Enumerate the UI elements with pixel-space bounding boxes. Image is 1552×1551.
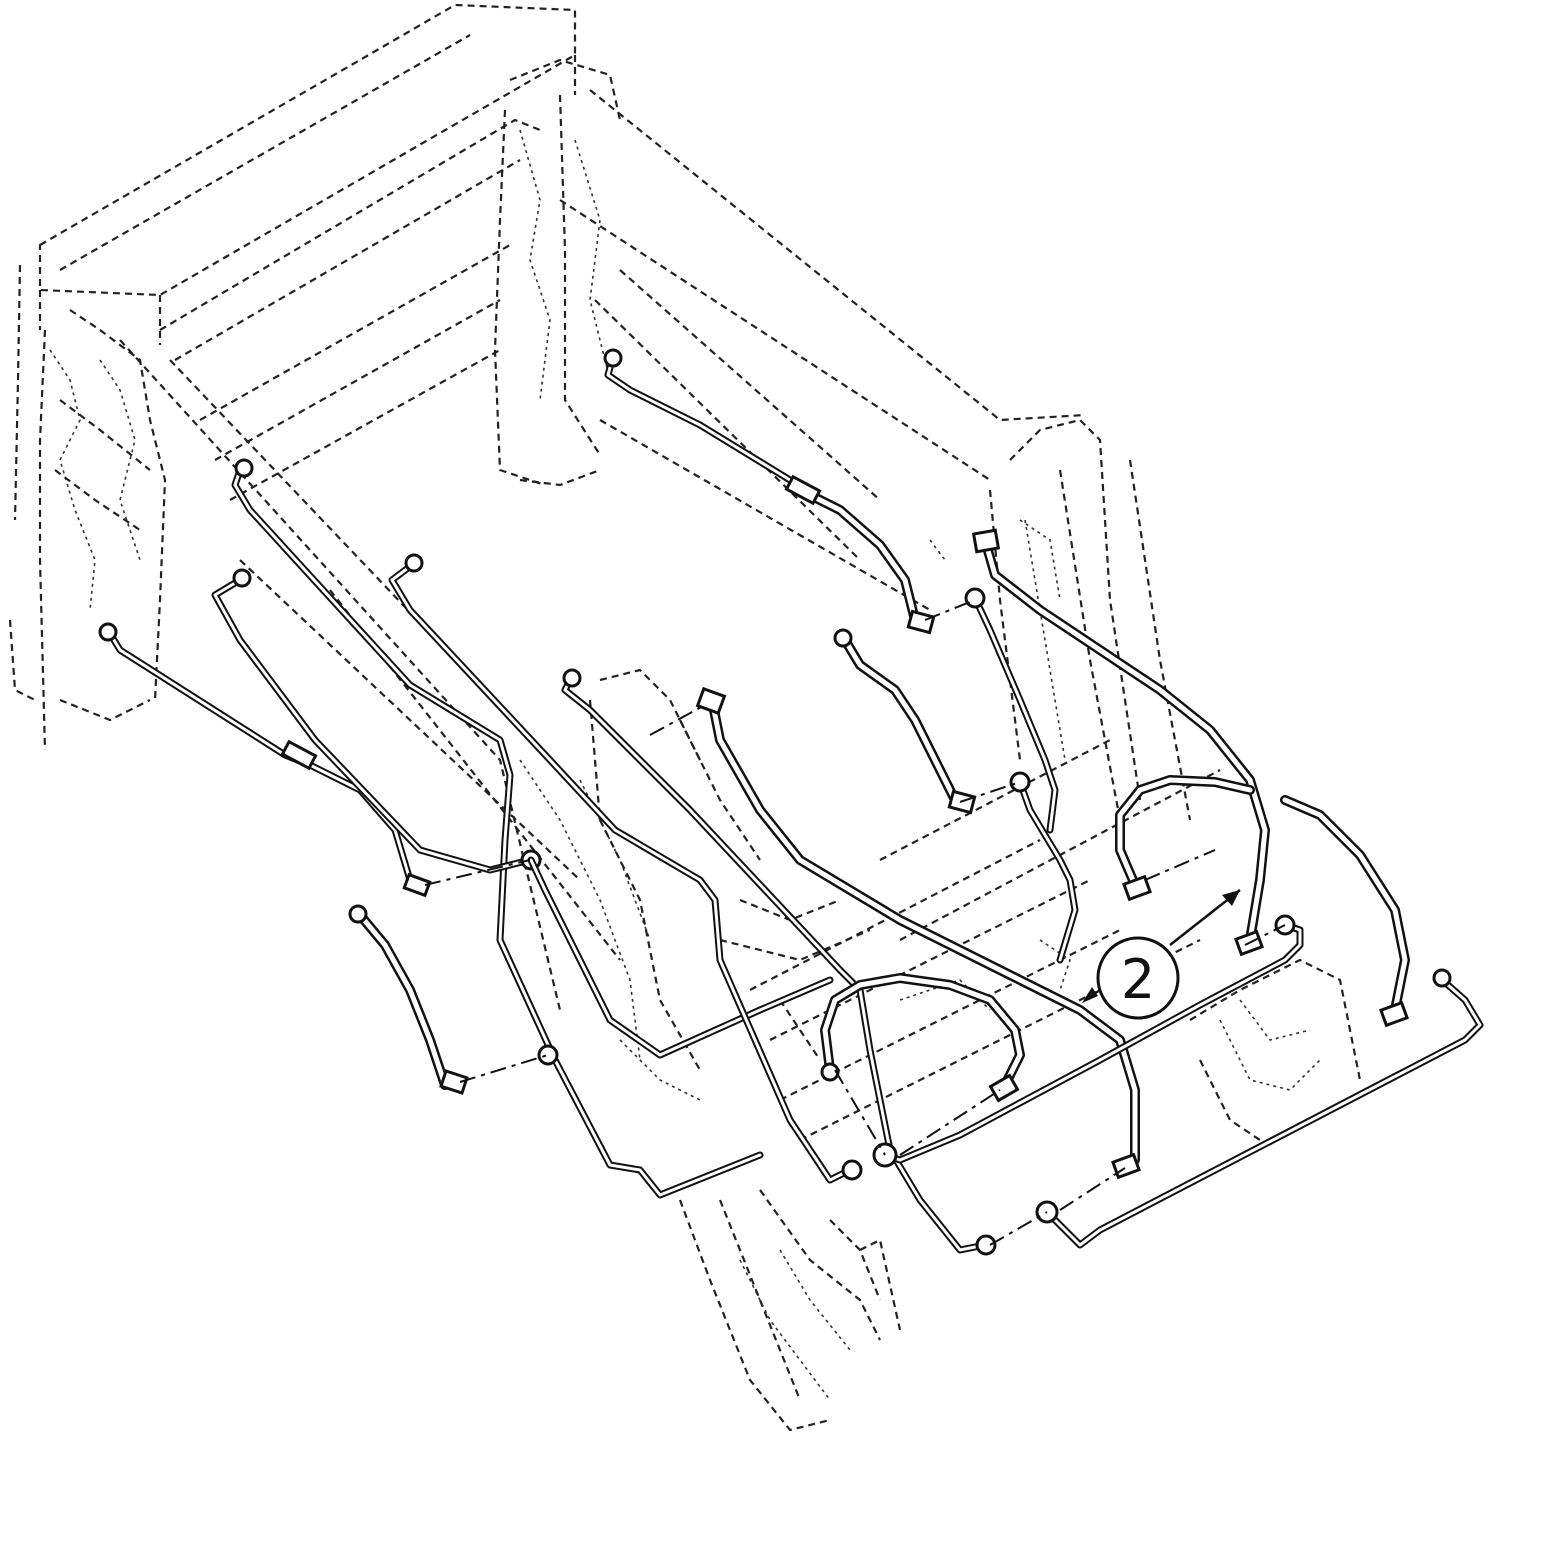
callout-number: 2 bbox=[1121, 948, 1155, 1011]
tube-line-a bbox=[98, 622, 432, 898]
tube-line-l bbox=[964, 587, 1059, 834]
tube-line-b bbox=[231, 458, 764, 1199]
tube-line-d bbox=[527, 856, 834, 1059]
loader-frame-phantom bbox=[8, 3, 1362, 1432]
tube-line-m bbox=[1009, 771, 1079, 964]
hose-line-n bbox=[971, 528, 1270, 957]
tube-line-q bbox=[1035, 968, 1484, 1249]
callout-circle bbox=[1096, 936, 1180, 1020]
tube-line-e bbox=[388, 553, 863, 1184]
callout-2: 2 bbox=[1082, 889, 1241, 1020]
hose-line-o bbox=[1115, 775, 1255, 902]
junction-fitting bbox=[537, 1044, 559, 1066]
tube-line-c bbox=[211, 568, 542, 874]
hose-line-k bbox=[833, 628, 977, 815]
connection-lines bbox=[424, 599, 1286, 1246]
hydraulic-lines bbox=[98, 348, 1484, 1256]
hose-line-h bbox=[695, 686, 1141, 1180]
hose-line-p bbox=[1280, 795, 1410, 1028]
hose-line-f bbox=[348, 904, 469, 1095]
tube-line-r bbox=[872, 914, 1304, 1168]
hose-line-i bbox=[820, 973, 1025, 1103]
hose-line-j bbox=[603, 348, 936, 635]
